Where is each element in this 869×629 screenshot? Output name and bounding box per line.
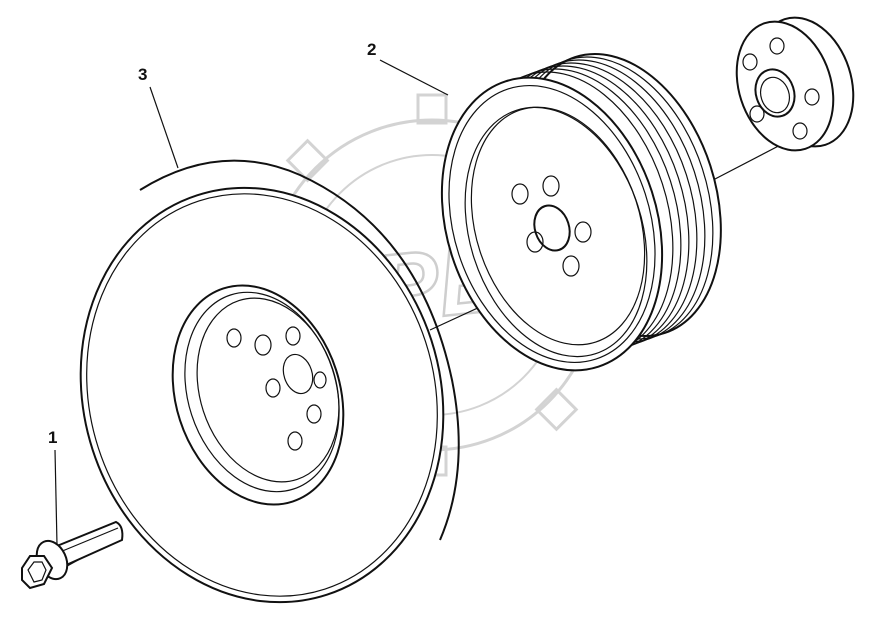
leader-part-3 <box>149 86 179 169</box>
leader-part-1 <box>54 449 58 546</box>
callout-part-2: 2 <box>367 40 376 59</box>
damper-ring <box>79 159 460 604</box>
flange-bolt-holes <box>742 37 820 140</box>
callout-part-3: 3 <box>138 65 147 84</box>
hub-flange <box>735 16 855 152</box>
belt-pulley <box>440 53 722 372</box>
callout-part-1: 1 <box>48 428 57 447</box>
callout-leaders <box>54 59 449 546</box>
leader-part-2 <box>379 59 449 96</box>
damper-bolt-holes <box>226 326 327 451</box>
pulley-bolt-holes <box>511 175 592 277</box>
flange-bolt <box>21 520 124 590</box>
